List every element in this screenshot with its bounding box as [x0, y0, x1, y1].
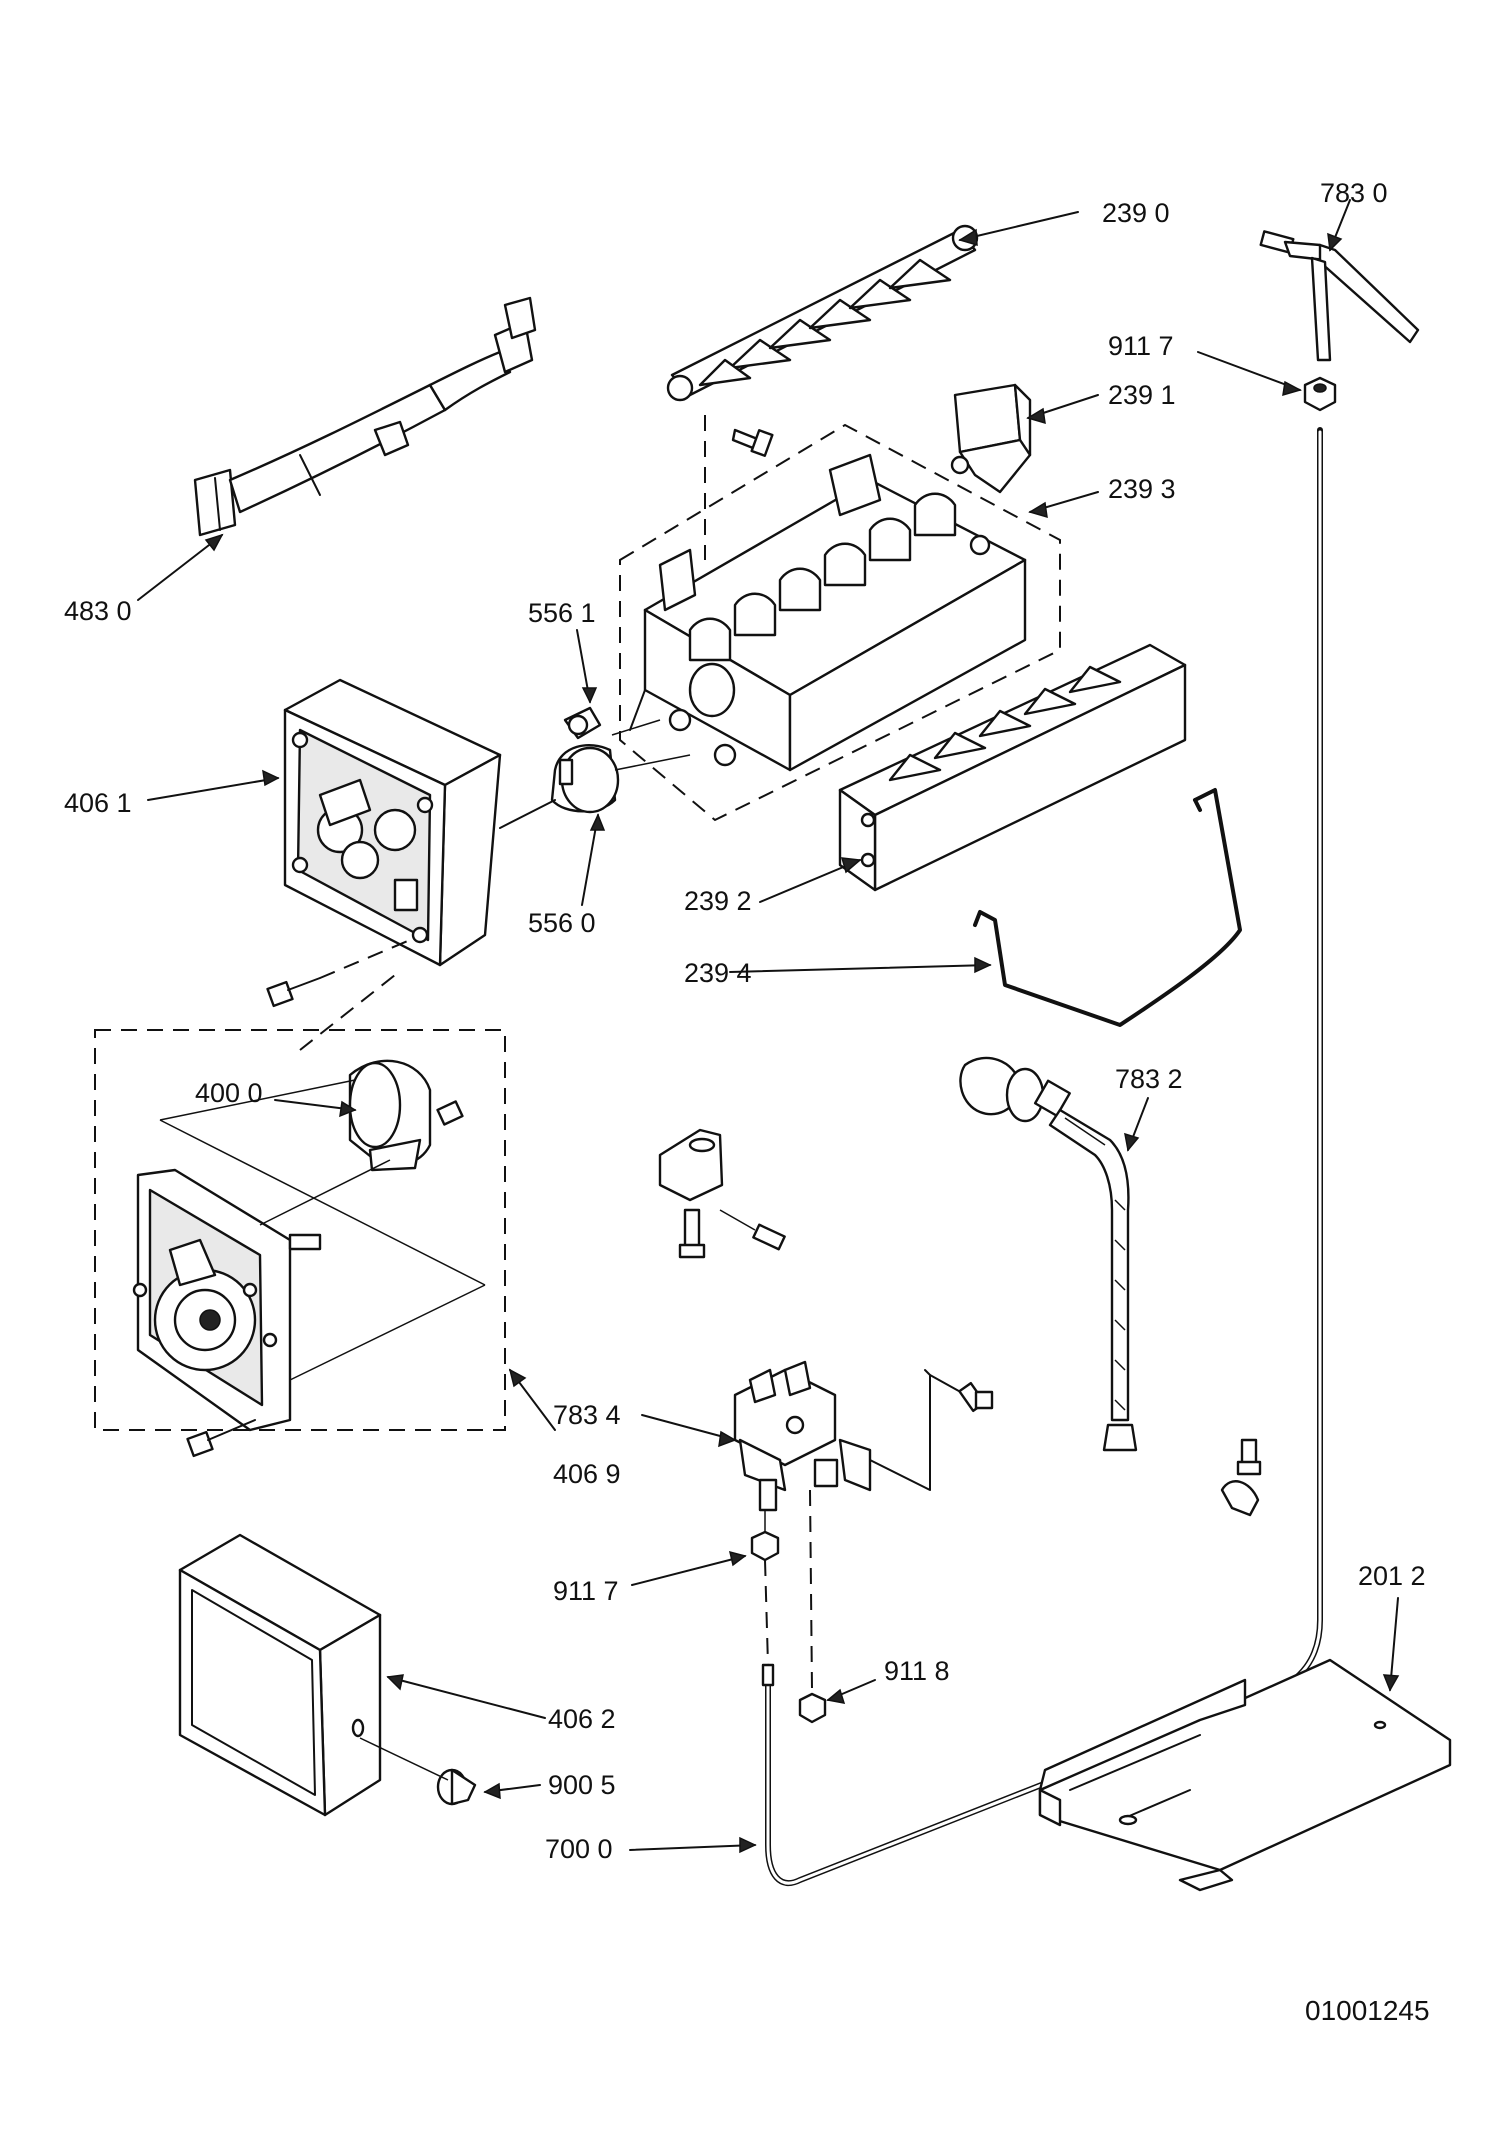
label-7830: 783 0: [1320, 178, 1388, 208]
fill-hose-part: [959, 1056, 1138, 1452]
label-4000: 400 0: [195, 1078, 263, 1108]
label-9005: 900 5: [548, 1770, 616, 1800]
label-2392: 239 2: [684, 886, 752, 916]
label-7834: 783 4: [553, 1400, 621, 1430]
nut-lower-part: [750, 1530, 780, 1562]
wire-harness-part: [193, 296, 537, 537]
housing-screw-part: [266, 977, 321, 1008]
clip-part: [563, 706, 602, 740]
bracket-part: [658, 1128, 786, 1259]
plate-screw-part: [186, 1419, 256, 1458]
water-valve-part: [733, 1360, 872, 1512]
valve-screw-part: [958, 1381, 994, 1413]
document-id: 01001245: [1305, 1995, 1430, 2026]
motor-plate-part: [132, 1168, 322, 1432]
label-7832: 783 2: [1115, 1064, 1183, 1094]
coupler-part: [499, 743, 620, 829]
control-housing-part: [283, 678, 502, 967]
label-7000: 700 0: [545, 1834, 613, 1864]
label-2393: 239 3: [1108, 474, 1176, 504]
mold-screw-part: [731, 428, 774, 457]
label-9118: 911 8: [884, 1656, 950, 1686]
nut-911-8-part: [798, 1692, 827, 1724]
housing-cover-part: [178, 1533, 382, 1817]
label-9117-top: 911 7: [1108, 331, 1174, 361]
nut-top-part: [1303, 376, 1337, 412]
label-4830: 483 0: [64, 596, 132, 626]
tube-clip-part: [1220, 1438, 1262, 1517]
ejector-blade-part: [666, 224, 979, 402]
label-4061: 406 1: [64, 788, 132, 818]
label-9117-lower: 911 7: [553, 1576, 619, 1606]
label-4069: 406 9: [553, 1459, 621, 1489]
label-2390: 239 0: [1102, 198, 1170, 228]
mounting-plate-part: [1038, 1658, 1452, 1892]
shutoff-arm-part: [973, 788, 1242, 1027]
label-5561: 556 1: [528, 598, 596, 628]
label-2012: 201 2: [1358, 1561, 1426, 1591]
plug-part: [436, 1768, 477, 1806]
label-5560: 556 0: [528, 908, 596, 938]
label-2391: 239 1: [1108, 380, 1176, 410]
mold-cover-part: [950, 383, 1032, 494]
ice-mold-part: [629, 453, 1027, 772]
motor-part: [348, 1059, 464, 1172]
water-inlet-part: [1259, 230, 1420, 362]
label-2394: 239 4: [684, 958, 752, 988]
label-4062: 406 2: [548, 1704, 616, 1734]
